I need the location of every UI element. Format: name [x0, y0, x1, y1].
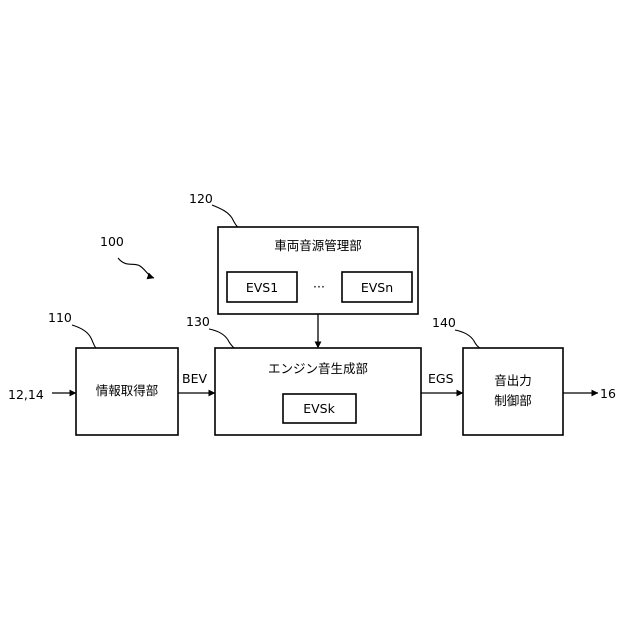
engine-ref: 130	[186, 314, 210, 329]
output-label-line1: 音出力	[494, 373, 532, 388]
output-signal-label: 16	[600, 386, 616, 401]
manager-ref-leader	[212, 205, 238, 227]
evsk-label: EVSk	[303, 401, 335, 416]
output-block	[463, 348, 563, 435]
output-label-line2: 制御部	[494, 393, 532, 408]
output-ref: 140	[432, 315, 456, 330]
engine-ref-leader	[209, 329, 234, 348]
manager-ellipsis: ···	[313, 279, 325, 294]
egs-signal-label: EGS	[428, 371, 454, 386]
engine-label: エンジン音生成部	[268, 361, 368, 376]
info-ref-leader	[72, 325, 96, 348]
output-ref-leader	[455, 330, 480, 348]
evs1-label: EVS1	[246, 280, 278, 295]
input-signal-label: 12,14	[8, 387, 44, 402]
manager-ref: 120	[189, 191, 213, 206]
evsn-label: EVSn	[361, 280, 393, 295]
bev-signal-label: BEV	[182, 371, 207, 386]
figure-label-leader	[118, 258, 154, 278]
manager-label: 車両音源管理部	[274, 238, 362, 253]
info-ref: 110	[48, 310, 72, 325]
info-label: 情報取得部	[96, 383, 159, 398]
figure-label: 100	[100, 234, 124, 249]
